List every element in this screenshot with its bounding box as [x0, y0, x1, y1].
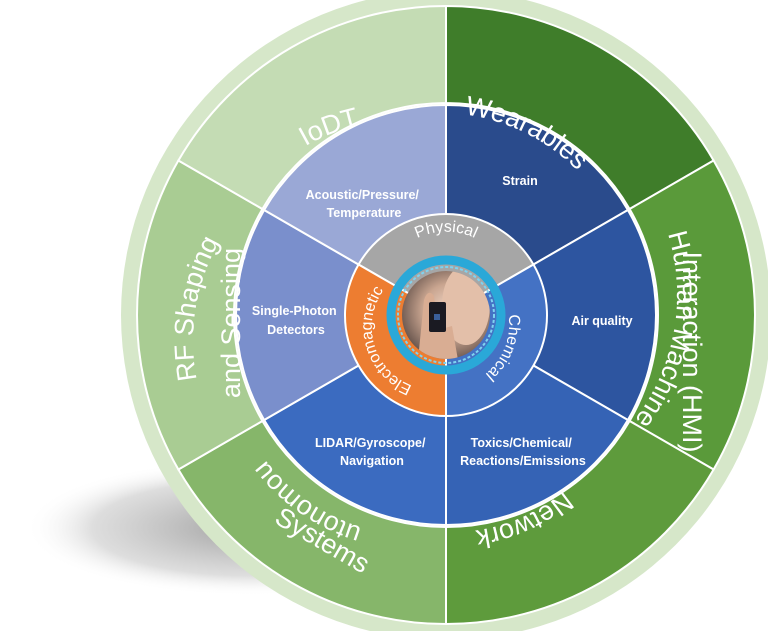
outer-label-hmi-line-2: Interaction (HMI)	[677, 251, 707, 452]
chip-die-icon	[434, 314, 440, 320]
outer-label-rf-line-2: and Sensing	[216, 248, 246, 398]
center-photo	[386, 255, 506, 375]
middle-sector-air-quality	[444, 208, 657, 422]
middle-label-lidar: LIDAR/Gyroscope/ Navigation	[315, 436, 429, 468]
middle-sector-single-photon-detectors	[235, 208, 448, 422]
hand-shape	[418, 292, 458, 359]
center-ring	[386, 255, 506, 375]
outer-sector-iodt	[177, 4, 447, 211]
face-shape	[442, 271, 490, 345]
core-label-physical: Physical	[412, 219, 480, 242]
middle-label-toxics: Toxics/Chemical/ Reactions/Emissions	[460, 436, 586, 468]
middle-label-air-quality: Air quality	[571, 314, 632, 328]
center-ring-inner	[397, 266, 495, 364]
middle-label-single-photon: Single-Photon Detectors	[252, 304, 340, 337]
middle-label-acoustic: Acoustic/Pressure/ Temperature	[306, 188, 423, 220]
middle-label-strain: Strain	[502, 174, 537, 188]
